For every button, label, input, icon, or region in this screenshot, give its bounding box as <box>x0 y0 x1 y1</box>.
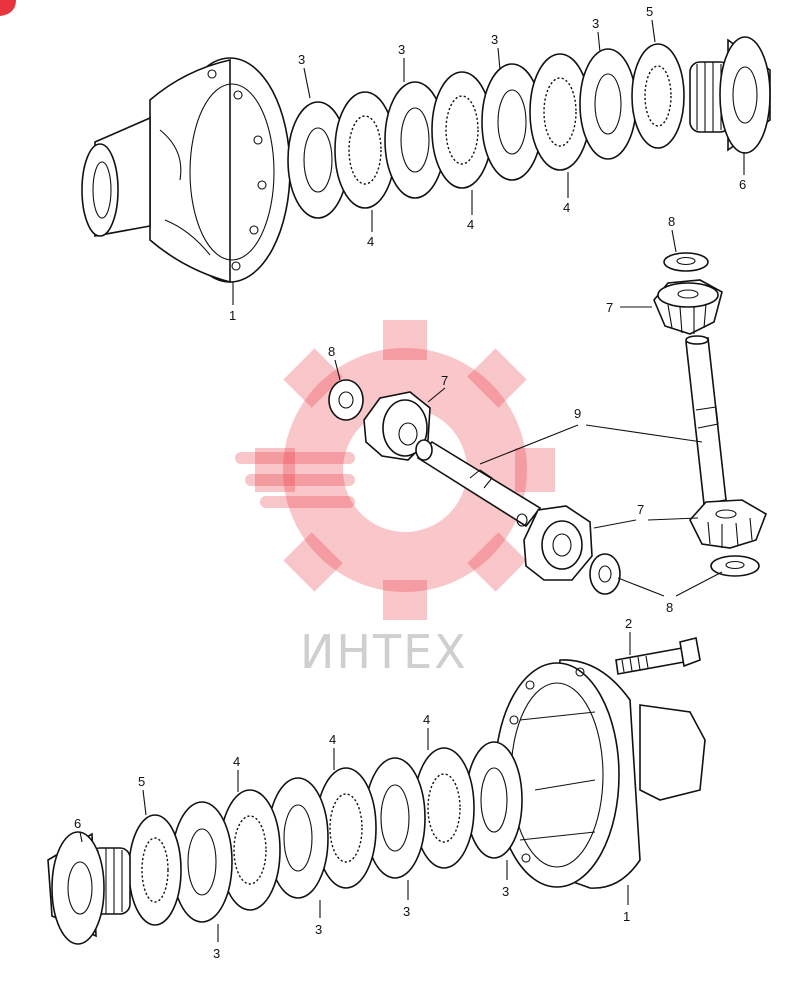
callout-9: 9 <box>574 406 581 421</box>
callout-4: 4 <box>563 200 570 215</box>
callout-3: 3 <box>298 52 305 67</box>
pinion-gear <box>363 391 431 461</box>
bottom-housing <box>494 659 706 889</box>
callout-3: 3 <box>491 32 498 47</box>
middle-callouts: 8 7 8 7 9 7 8 <box>328 214 723 615</box>
top-side-gear <box>689 36 771 154</box>
pinion-gear <box>689 499 767 549</box>
top-plate <box>481 63 543 181</box>
watermark-brand-text: ИНТЕХ <box>300 625 468 679</box>
callout-1: 1 <box>229 308 236 323</box>
top-housing <box>81 57 291 284</box>
callout-3: 3 <box>502 884 509 899</box>
thrust-washer <box>710 555 760 577</box>
bottom-callouts: 2 1 4 4 4 5 6 3 3 3 3 <box>74 616 632 961</box>
pinion-gear <box>653 279 723 335</box>
housing-bolt <box>615 637 701 675</box>
gear-watermark-icon <box>235 320 555 620</box>
callout-7: 7 <box>637 502 644 517</box>
bottom-washer <box>128 814 182 926</box>
callout-3: 3 <box>315 922 322 937</box>
callout-3: 3 <box>403 904 410 919</box>
bottom-disc <box>219 789 281 911</box>
callout-8: 8 <box>328 344 335 359</box>
top-plate <box>287 101 349 219</box>
callout-3: 3 <box>592 16 599 31</box>
callout-5: 5 <box>138 774 145 789</box>
callout-7: 7 <box>441 373 448 388</box>
callout-6: 6 <box>74 816 81 831</box>
thrust-washer <box>663 252 709 272</box>
top-assembly: 1 3 3 3 3 4 4 4 5 6 <box>81 4 771 323</box>
callout-5: 5 <box>646 4 653 19</box>
corner-mark-icon <box>0 0 16 16</box>
callout-8: 8 <box>666 600 673 615</box>
callout-3: 3 <box>398 42 405 57</box>
callout-7: 7 <box>606 300 613 315</box>
callout-2: 2 <box>625 616 632 631</box>
callout-4: 4 <box>329 732 336 747</box>
middle-assembly: 8 7 8 7 9 7 8 <box>328 214 767 615</box>
bottom-side-gear <box>47 831 131 945</box>
callout-4: 4 <box>367 234 374 249</box>
callout-4: 4 <box>467 217 474 232</box>
top-disc <box>529 53 591 171</box>
top-callouts: 1 3 3 3 3 4 4 4 5 6 <box>229 4 746 323</box>
top-disc <box>334 91 396 209</box>
bottom-assembly: 2 1 4 4 4 5 6 3 3 3 3 <box>47 616 706 961</box>
callout-8: 8 <box>668 214 675 229</box>
bottom-plate <box>364 757 426 879</box>
callout-6: 6 <box>739 177 746 192</box>
callout-3: 3 <box>213 946 220 961</box>
callout-4: 4 <box>233 754 240 769</box>
top-washer <box>631 43 685 149</box>
top-plate <box>579 48 637 160</box>
vertical-cross-shaft <box>685 335 727 505</box>
diagonal-cross-shaft <box>415 439 542 528</box>
thrust-washer <box>328 379 364 421</box>
pinion-gear <box>523 505 593 581</box>
thrust-washer <box>589 553 621 595</box>
callout-4: 4 <box>423 712 430 727</box>
callout-1: 1 <box>623 909 630 924</box>
